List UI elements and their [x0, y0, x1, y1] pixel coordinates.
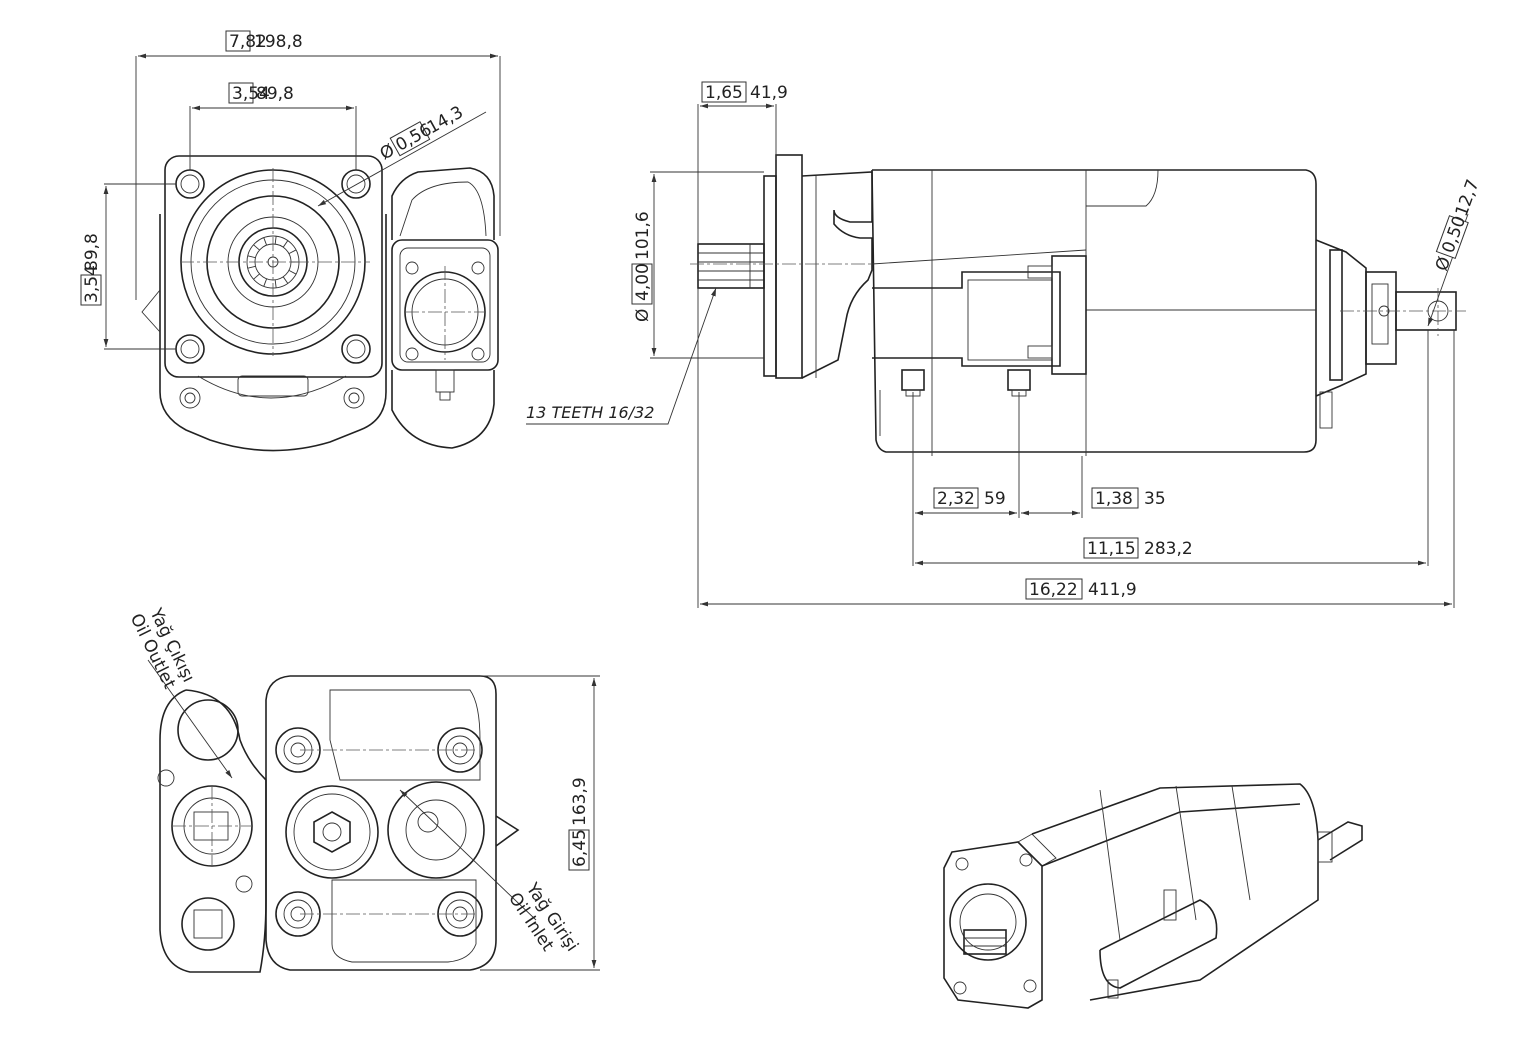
front-dimensions [103, 53, 501, 350]
side-view [690, 154, 1466, 456]
pilot-dia-mm: 101,6 [633, 211, 653, 260]
front-width-mm: 198,8 [254, 32, 303, 52]
bolt-spacing-h-mm: 89,8 [256, 84, 294, 104]
lever-dia-mm: 12,7 [1452, 177, 1484, 219]
spline-tooth [247, 255, 256, 259]
spline-tooth [253, 244, 260, 251]
side-dimensions [526, 103, 1469, 608]
rear-height-mm: 163,9 [570, 777, 590, 826]
length-from-port-inch: 11,15 [1087, 539, 1136, 559]
bolt-spacing-v-mm: 89,8 [82, 233, 102, 271]
spline-tooth [274, 279, 277, 288]
port-spacing-2-mm: 35 [1144, 489, 1166, 509]
overall-length-inch: 16,22 [1029, 580, 1078, 600]
lever-dia-inch: 0,50 [1438, 213, 1470, 255]
pilot-dia-inch: 4,00 [633, 263, 653, 301]
spline-tooth [282, 240, 289, 248]
shaft-length-mm: 41,9 [750, 83, 788, 103]
lever-dia-symbol: Ø [1432, 254, 1455, 273]
hole-dia-mm: 14,3 [424, 102, 467, 138]
rear-view [157, 675, 520, 973]
front-width-inch: 7,82 [229, 32, 267, 52]
port-spacing-2-inch: 1,38 [1095, 489, 1133, 509]
spline-tooth [282, 276, 289, 284]
bolt-spacing-v-inch: 3,54 [82, 265, 102, 303]
spline-tooth [288, 269, 297, 275]
spline-tooth [253, 273, 260, 280]
front-view [141, 155, 499, 452]
rear-height-inch: 6,45 [570, 829, 590, 867]
port-spacing-1-inch: 2,32 [937, 489, 975, 509]
spline-tooth [263, 237, 268, 246]
isometric-view [943, 783, 1363, 1009]
port-spacing-1-mm: 59 [984, 489, 1006, 509]
length-from-port-mm: 283,2 [1144, 539, 1193, 559]
rear-dimensions [147, 659, 600, 971]
spline-tooth [274, 236, 277, 245]
shaft-length-inch: 1,65 [705, 83, 743, 103]
overall-length-mm: 411,9 [1088, 580, 1137, 600]
spline-tooth [288, 249, 297, 255]
spline-label: 13 TEETH 16/32 [526, 403, 654, 422]
pilot-dia-symbol: Ø [633, 309, 653, 322]
spline-tooth [263, 278, 268, 287]
bolt-spacing-h-inch: 3,54 [232, 84, 270, 104]
spline-tooth [247, 265, 256, 269]
